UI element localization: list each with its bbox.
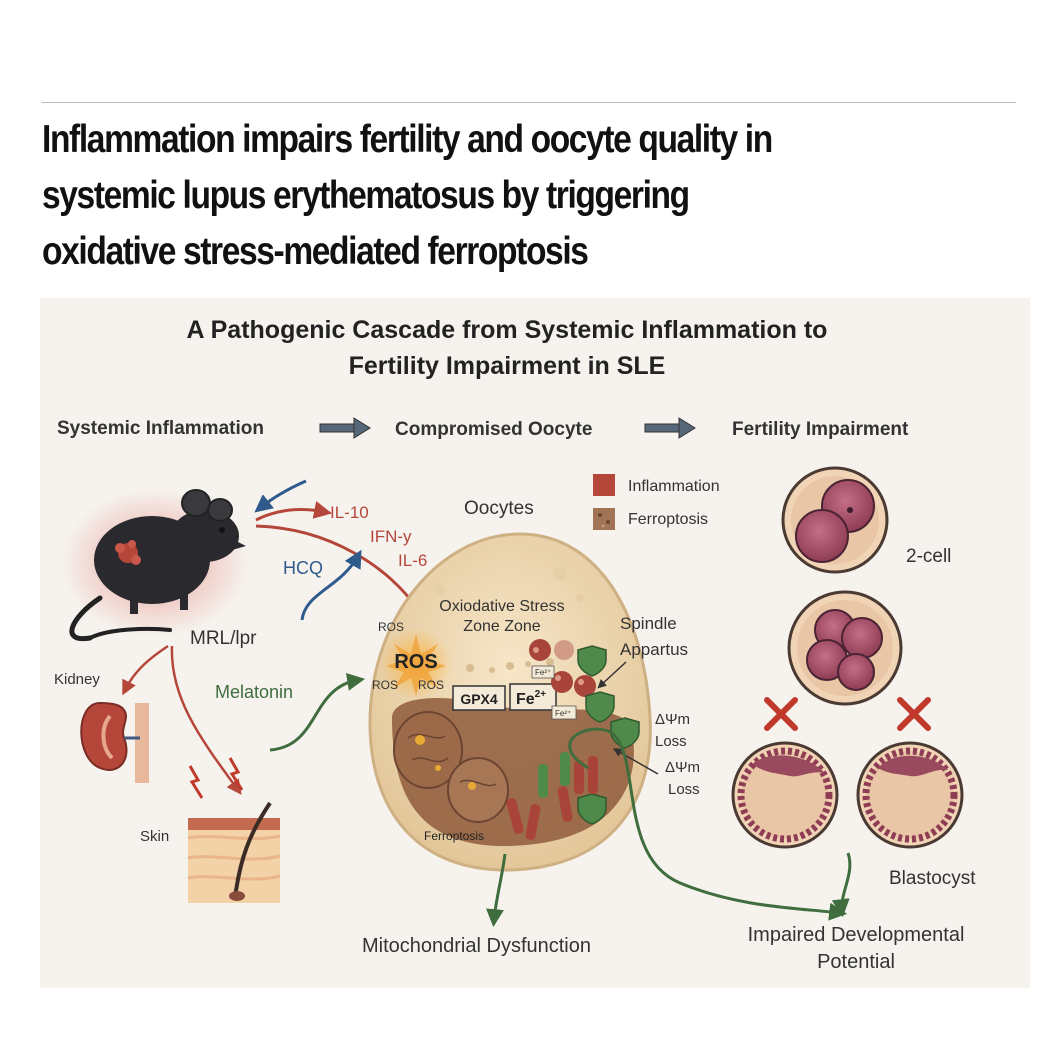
ros-burst-icon [380, 628, 452, 700]
fe2-small-label: Fe²⁺ [555, 709, 571, 718]
melatonin-arrow-icon [269, 672, 366, 752]
il10-arrow-icon [255, 501, 333, 522]
legend-ferroptosis-label: Ferroptosis [628, 511, 708, 528]
cross-icon [897, 697, 931, 731]
legend-inflammation-swatch [593, 474, 615, 496]
hcq-label: HCQ [283, 558, 323, 578]
mito-dysfunction-label: Mitochondrial Dysfunction [362, 935, 591, 957]
two-cell-label: 2-cell [906, 546, 951, 567]
impairment-arrow-icon [568, 727, 848, 921]
oocytes-label: Oocytes [464, 498, 534, 519]
spindle-pointer-icon [597, 661, 627, 689]
kidney-arrow-icon [122, 644, 169, 696]
fe2-label: Fe2+ [516, 689, 546, 708]
cytokine-il10: IL-10 [330, 503, 369, 522]
ros-small-label: ROS [418, 678, 444, 692]
psi-loss-1: Loss [655, 733, 687, 750]
shield-icon [585, 691, 615, 723]
two-cell-embryo-icon [781, 466, 889, 574]
mitochondria-icon [506, 752, 598, 840]
cross-icon [764, 697, 798, 731]
spindle-line-2: Appartus [620, 640, 688, 659]
psi-symbol-1: ΔΨm [655, 711, 690, 728]
skin-label: Skin [140, 828, 169, 845]
graphical-abstract: A Pathogenic Cascade from Systemic Infla… [40, 298, 1030, 988]
figure-title-line-2: Fertility Impairment in SLE [349, 352, 666, 380]
ferroptosis-label: Ferroptosis [424, 829, 484, 843]
hcq-arrow-icon [300, 549, 362, 621]
headline-line-1: Inflammation impairs fertility and oocyt… [42, 118, 773, 161]
ros-small-label: ROS [372, 678, 398, 692]
gpx4-box [452, 685, 506, 711]
stress-zone-line-1: Oxiodative Stress [439, 598, 564, 615]
mito-arrow-icon [486, 853, 507, 928]
cytokine-il6: IL-6 [398, 551, 427, 570]
stress-zone-line-2: Zone Zone [463, 618, 540, 635]
impaired-potential-line-2: Potential [817, 951, 895, 973]
figure-title-line-1: A Pathogenic Cascade from Systemic Infla… [187, 316, 828, 344]
fe2-box [509, 683, 557, 711]
psi-loss-2: Loss [668, 781, 700, 798]
cascade-diagram: A Pathogenic Cascade from Systemic Infla… [54, 316, 976, 973]
gpx4-label: GPX4 [460, 691, 498, 707]
skin-arrow-icon [170, 645, 242, 795]
ros-small-label: ROS [378, 620, 404, 634]
headline-line-2: systemic lupus erythematosus by triggeri… [42, 174, 690, 217]
blastocyst-icon [856, 741, 964, 849]
kidney-label: Kidney [54, 671, 100, 688]
blastocyst-label: Blastocyst [889, 868, 976, 889]
stage-arrow-icon [319, 417, 371, 439]
shield-icon [577, 793, 607, 825]
stage-arrow-icon [644, 417, 696, 439]
stage-compromised-oocyte: Compromised Oocyte [395, 419, 592, 440]
ros-main-label: ROS [394, 651, 437, 673]
shield-icon [577, 645, 607, 677]
fe2-small-label: Fe²⁺ [535, 668, 551, 677]
article-headline: Inflammation impairs fertility and oocyt… [42, 112, 893, 280]
lightning-icon [188, 757, 244, 799]
blastocyst-arrow-icon [831, 852, 852, 918]
legend-inflammation-label: Inflammation [628, 478, 720, 495]
stage-systemic-inflammation: Systemic Inflammation [57, 418, 264, 439]
stage-fertility-impairment: Fertility Impairment [732, 419, 909, 440]
inflammation-cluster-icon [529, 639, 596, 697]
header-divider [42, 102, 1016, 103]
impaired-potential-line-1: Impaired Developmental [748, 924, 965, 946]
psi-symbol-2: ΔΨm [665, 759, 700, 776]
spindle-line-1: Spindle [620, 614, 677, 633]
four-cell-embryo-icon [787, 590, 903, 706]
mrl-lpr-mouse-icon [60, 488, 250, 642]
melatonin-label: Melatonin [215, 682, 293, 702]
legend-ferroptosis-swatch [593, 508, 615, 530]
feedback-arrow-icon [254, 479, 307, 513]
mouse-label: MRL/lpr [190, 628, 257, 649]
cytokine-ifn-y: IFN-y [370, 527, 412, 546]
headline-line-3: oxidative stress-mediated ferroptosis [42, 230, 589, 273]
skin-icon [187, 801, 281, 903]
blastocyst-icon [731, 741, 839, 849]
kidney-icon [80, 701, 149, 783]
